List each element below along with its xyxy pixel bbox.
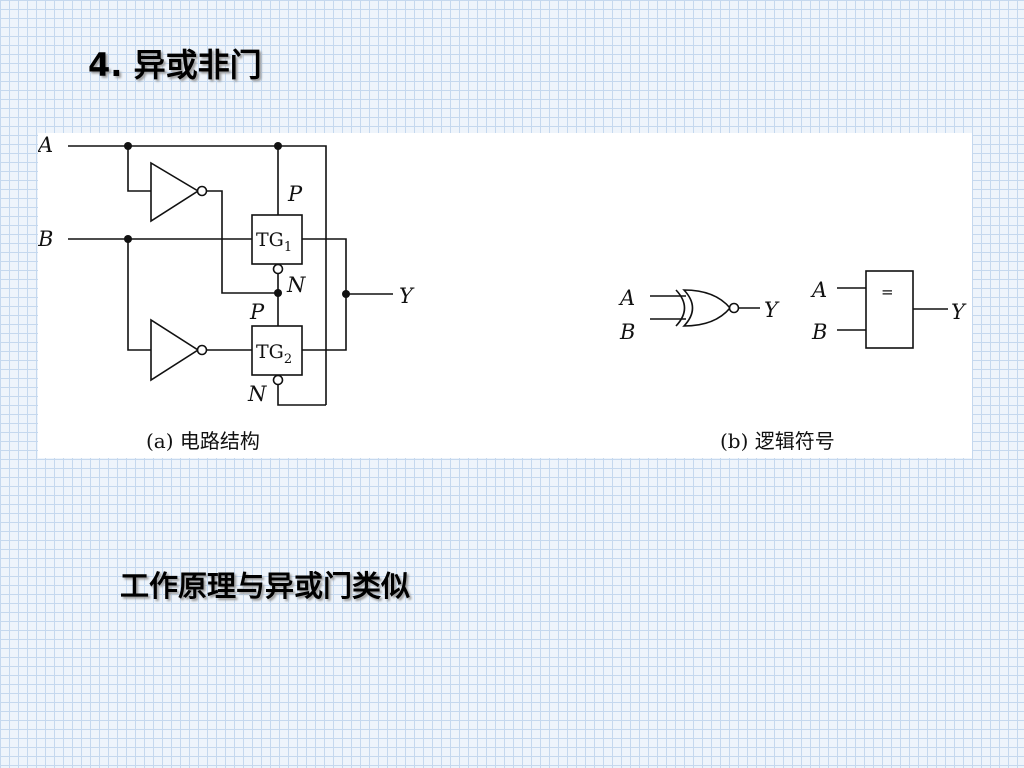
xnor-input-b-label: B: [619, 320, 635, 344]
tg2-p-label: P: [249, 300, 265, 324]
tg1-label: TG1: [256, 229, 292, 255]
circuit-input-a-label: A: [38, 133, 53, 157]
wire-tg1-out: [302, 238, 347, 351]
wire-input-a: [68, 145, 327, 405]
tg1-n-label: N: [286, 273, 306, 297]
body-text: 工作原理与异或门类似: [120, 569, 411, 603]
inverter-1-bubble: [196, 185, 208, 197]
inverter-1: [150, 161, 200, 223]
tg2-n-bubble: [272, 374, 284, 386]
xnor-input-a-label: A: [618, 286, 635, 310]
junction-output: [342, 290, 350, 298]
tg1-p-label: P: [287, 182, 303, 206]
wire-inverter-1-out: [205, 190, 278, 294]
circuit-caption: (a) 电路结构: [146, 429, 260, 453]
tg2-label: TG2: [256, 341, 292, 367]
logic-symbol-diagram: A B Y = A B Y (b) 逻辑符号: [618, 270, 967, 453]
tg1-n-bubble: [272, 263, 284, 275]
xnor-extra-arc: [675, 289, 686, 327]
iec-input-b-label: B: [811, 320, 827, 344]
wire-b-to-inverter-2: [127, 239, 151, 351]
circuit-input-b-label: B: [38, 227, 53, 251]
inverter-2-bubble: [196, 344, 208, 356]
inverter-2: [150, 318, 200, 382]
iec-input-a-label: A: [810, 278, 827, 302]
iec-xnor-box: [865, 270, 914, 349]
wire-a-to-inverter-1: [127, 146, 151, 192]
figure-panel: TG1 TG2 A B P N P N Y (a) 电路结构: [38, 133, 972, 458]
iec-output-label: Y: [951, 300, 967, 324]
circuit-output-y-label: Y: [399, 284, 415, 308]
slide-title: 4. 异或非门: [88, 46, 262, 84]
iec-box-label: =: [881, 283, 894, 301]
figure-svg: TG1 TG2 A B P N P N Y (a) 电路结构: [38, 133, 967, 453]
xnor-gate: [682, 289, 732, 327]
xnor-bubble: [728, 302, 740, 314]
symbol-caption: (b) 逻辑符号: [720, 429, 835, 453]
tg2-n-label: N: [247, 382, 267, 406]
junction-n-node: [274, 289, 282, 297]
circuit-diagram: TG1 TG2 A B P N P N Y (a) 电路结构: [38, 133, 415, 453]
junction-a-branch: [124, 142, 132, 150]
xnor-output-label: Y: [764, 298, 780, 322]
junction-b-branch: [124, 235, 132, 243]
junction-a-tg1: [274, 142, 282, 150]
wire-tg2-n-to-a: [277, 385, 326, 406]
